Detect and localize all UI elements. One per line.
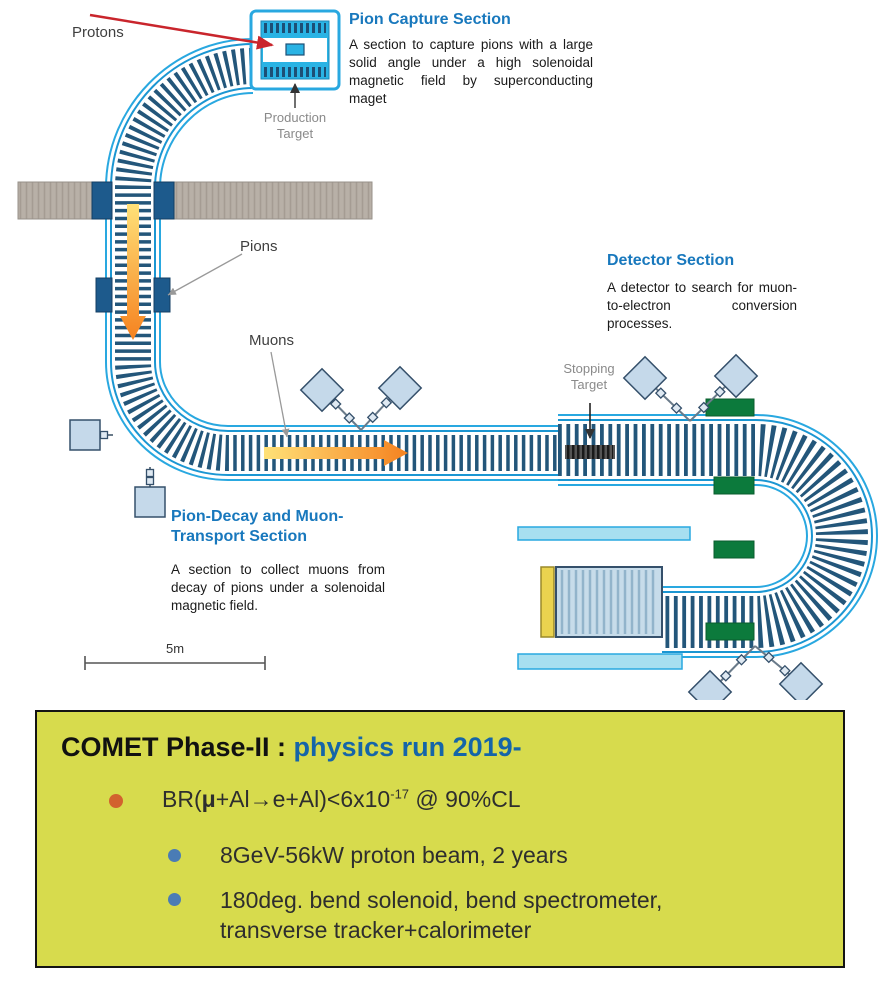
proton-injection-arrow-icon [89, 13, 274, 50]
infobox-title-blue: physics run 2019- [293, 732, 522, 762]
pions-pointer-line [167, 253, 243, 296]
collimator-blocks [91, 181, 175, 313]
detector-bend-channel [558, 414, 879, 658]
shield-wall [17, 181, 373, 220]
pions-label: Pions [240, 238, 278, 255]
bullet-proton-beam: 8GeV-56kW proton beam, 2 years [220, 842, 568, 868]
stopping-target-shape [565, 403, 615, 459]
bullet-blue-icon-1 [168, 849, 181, 862]
br-exponent: -17 [390, 786, 410, 802]
infobox-title: COMET Phase-II : physics run 2019- [61, 732, 522, 763]
pion-beam-arrow-down-icon [120, 204, 146, 340]
production-target-shape [285, 43, 305, 56]
pion-capture-solenoid [249, 9, 341, 91]
pion-decay-description: A section to collect muons from decay of… [171, 562, 385, 613]
scale-bar [84, 656, 266, 670]
support-unit-bottom-right [687, 645, 824, 700]
pion-decay-title: Pion-Decay and Muon-Transport Section [171, 508, 344, 545]
detector-box [540, 566, 663, 638]
bullet-orange-icon [109, 794, 123, 808]
pion-capture-description: A section to capture pions with a large … [349, 37, 593, 106]
detector-section-description: A detector to search for muon-to-electro… [607, 280, 797, 331]
bullet-solenoid-line1: 180deg. bend solenoid, bend spectrometer… [220, 887, 663, 913]
br-suffix: @ 90%CL [409, 786, 521, 812]
br-mid: +Al→e+Al)<6x10 [215, 786, 391, 812]
green-matching-blocks [705, 398, 755, 641]
infobox-title-black: COMET Phase-II : [61, 732, 294, 762]
beamline-diagram: Protons Pion Capture Section A section t… [17, 9, 879, 700]
br-prefix: BR( [162, 786, 202, 812]
bullet-br-limit: BR(μ+Al→e+Al)<6x10-17 @ 90%CL [162, 786, 521, 813]
support-unit-top-right [622, 353, 759, 422]
muon-beam-arrow-right-icon [264, 440, 408, 466]
muons-pointer-line [270, 351, 290, 438]
bullet-solenoid-line2: transverse tracker+calorimeter [220, 916, 532, 943]
br-mu: μ [201, 786, 216, 812]
pion-capture-title: Pion Capture Section [349, 11, 511, 28]
muon-transport-channel [105, 38, 575, 481]
accelerator-diagram [17, 9, 879, 700]
stopping-target-label: Stopping Target [563, 361, 615, 393]
detector-section-title: Detector Section [607, 252, 735, 269]
protons-label: Protons [72, 24, 124, 41]
cyan-shield-bars [517, 526, 691, 670]
bullet-solenoid: 180deg. bend solenoid, bend spectrometer… [220, 886, 662, 946]
bullet-blue-icon-2 [168, 893, 181, 906]
comet-phase2-infobox: COMET Phase-II : physics run 2019- BR(μ+… [35, 710, 845, 968]
scale-label: 5m [165, 641, 185, 656]
production-target-label: Production Target [263, 110, 327, 142]
support-unit-mid [299, 365, 423, 431]
support-unit-left [69, 419, 166, 518]
muons-label: Muons [249, 332, 295, 349]
